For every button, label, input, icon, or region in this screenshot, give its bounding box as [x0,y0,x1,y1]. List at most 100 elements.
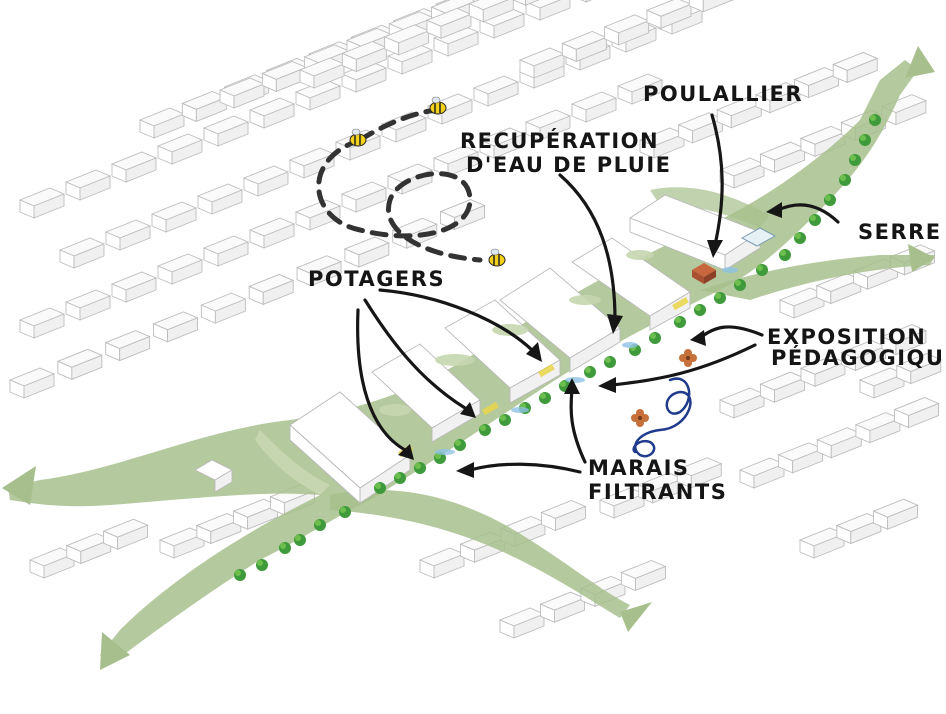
neighbourhood-house [157,253,203,285]
bee-icon [429,96,447,115]
blue-swirl [632,377,692,458]
neighbourhood-house [197,183,243,215]
neighbourhood-house [9,367,55,399]
neighbourhood-house [571,0,617,3]
neighbourhood-house [111,151,157,183]
tree-icon [794,232,806,244]
neighbourhood-house [778,442,824,474]
tree-icon [339,506,351,518]
neighbourhood-house [525,0,571,21]
tree-icon [674,316,686,328]
neighbourhood-house [111,271,157,303]
neighbourhood-house [65,169,111,201]
tree-icon [414,462,426,474]
tree-icon [779,249,791,261]
neighbourhood-house [499,607,545,639]
label-recuperation-line2: D'EAU DE PLUIE [466,153,672,177]
neighbourhood-house [19,187,65,219]
tree-icon [454,439,466,451]
tree-icon [539,392,551,404]
neighbourhood-house [200,292,246,324]
neighbourhood-house [249,97,295,129]
neighbourhood-house [540,500,586,531]
marsh-water [435,267,738,455]
tree-icon [479,424,491,436]
label-recuperation-line1: RECUPÉRATION [460,128,659,153]
tree-icon [869,114,881,126]
neighbourhood-house [203,235,249,267]
tree-icon [279,542,291,554]
neighbourhood-house [249,217,295,249]
tree-icon [256,559,268,571]
diagram-labels: POULALLIER RECUPÉRATION D'EAU DE PLUIE S… [308,82,946,504]
neighbourhood-house [719,157,765,189]
neighbourhood-house [289,147,335,179]
flower-icon [631,409,649,427]
tree-icon [649,332,661,344]
neighbourhood-house [571,91,617,123]
tree-icon [234,569,246,581]
tree-icon [374,482,386,494]
neighbourhood-house [832,51,878,83]
tree-icon [756,264,768,276]
tree-icon [604,356,616,368]
tree-icon [584,366,596,378]
neighbourhood-house [157,133,203,165]
neighbourhood-house [760,371,805,403]
neighbourhood-house [153,311,198,343]
tree-icon [314,519,326,531]
neighbourhood-house [473,75,519,107]
neighbourhood-house [57,348,103,380]
neighbourhood-house [719,387,765,419]
neighbourhood-house [105,219,151,251]
label-marais-line2: FILTRANTS [588,480,727,504]
chicken-coop [692,263,716,284]
tree-icon [839,174,851,186]
neighbourhood-house [103,518,149,550]
label-serre: SERRE [858,220,942,244]
annotation-arrows [356,113,840,478]
neighbourhood-house [855,412,901,444]
neighbourhood-house [894,397,940,428]
neighbourhood-house [139,107,185,139]
neighbourhood-house [219,77,265,109]
tree-icon [294,534,306,546]
neighbourhood-house [105,330,151,362]
tree-icon [499,414,511,426]
tree-icon [734,279,746,291]
label-potagers: POTAGERS [308,267,445,291]
neighbourhood-house [341,181,387,213]
tree-icon [714,292,726,304]
tree-icon [694,304,706,316]
neighbourhood-house [816,427,862,459]
neighbourhood-house [248,273,294,305]
label-poulallier: POULALLIER [643,82,803,106]
label-exposition-line2: PÉDAGOGIQUE [771,345,946,370]
tree-icon [809,214,821,226]
greenhouse [740,227,777,247]
tree-icon [824,194,836,206]
label-marais-line1: MARAIS [588,456,690,480]
tree-icon [849,154,861,166]
neighbourhood-house [739,457,785,489]
neighbourhood-house [873,498,919,530]
neighbourhood-house [540,591,585,623]
flower-icon [679,349,697,367]
label-exposition-line1: EXPOSITION [767,325,926,349]
hedge-rows [379,250,654,416]
neighbourhood-house [760,141,805,173]
neighbourhood-house [65,289,111,321]
neighbourhood-house [151,201,197,233]
bee-icon [349,128,367,147]
neighbourhood-house [620,560,666,591]
tree-icon [394,472,406,484]
neighbourhood-house [243,165,289,197]
tree-icon [859,134,871,146]
neighbourhood-house [59,237,105,269]
bee-icon [488,248,506,267]
neighbourhood-house [203,115,249,147]
neighbourhood-house [19,307,65,339]
corridor-arrowheads [2,46,935,670]
